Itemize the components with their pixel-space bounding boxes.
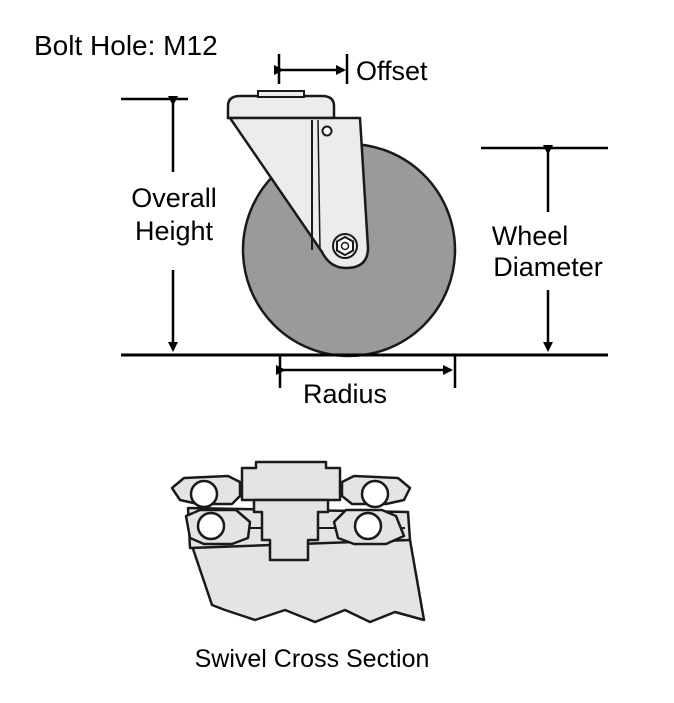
wheel-diameter-label-line1: Wheel: [492, 221, 569, 251]
bolt-hole-title: Bolt Hole: M12: [34, 30, 218, 61]
radius-label: Radius: [303, 379, 387, 409]
axle-nut: [332, 233, 358, 259]
overall-height-label-line1: Overall: [131, 183, 217, 213]
offset-dimension: Offset: [274, 54, 428, 86]
swivel-cross-section: [170, 460, 426, 624]
wheel-diameter-label-line2: Diameter: [493, 252, 603, 282]
mounting-plate: [226, 94, 336, 120]
wheel-diameter-dimension: Wheel Diameter: [481, 145, 608, 352]
caster-bracket: [228, 116, 370, 270]
bracket-rivet: [321, 125, 333, 137]
overall-height-label-line2: Height: [135, 216, 214, 246]
overall-height-dimension: Overall Height: [121, 96, 217, 352]
cross-section-caption: Swivel Cross Section: [195, 645, 430, 673]
radius-dimension: Radius: [276, 355, 457, 409]
offset-label: Offset: [356, 56, 428, 86]
